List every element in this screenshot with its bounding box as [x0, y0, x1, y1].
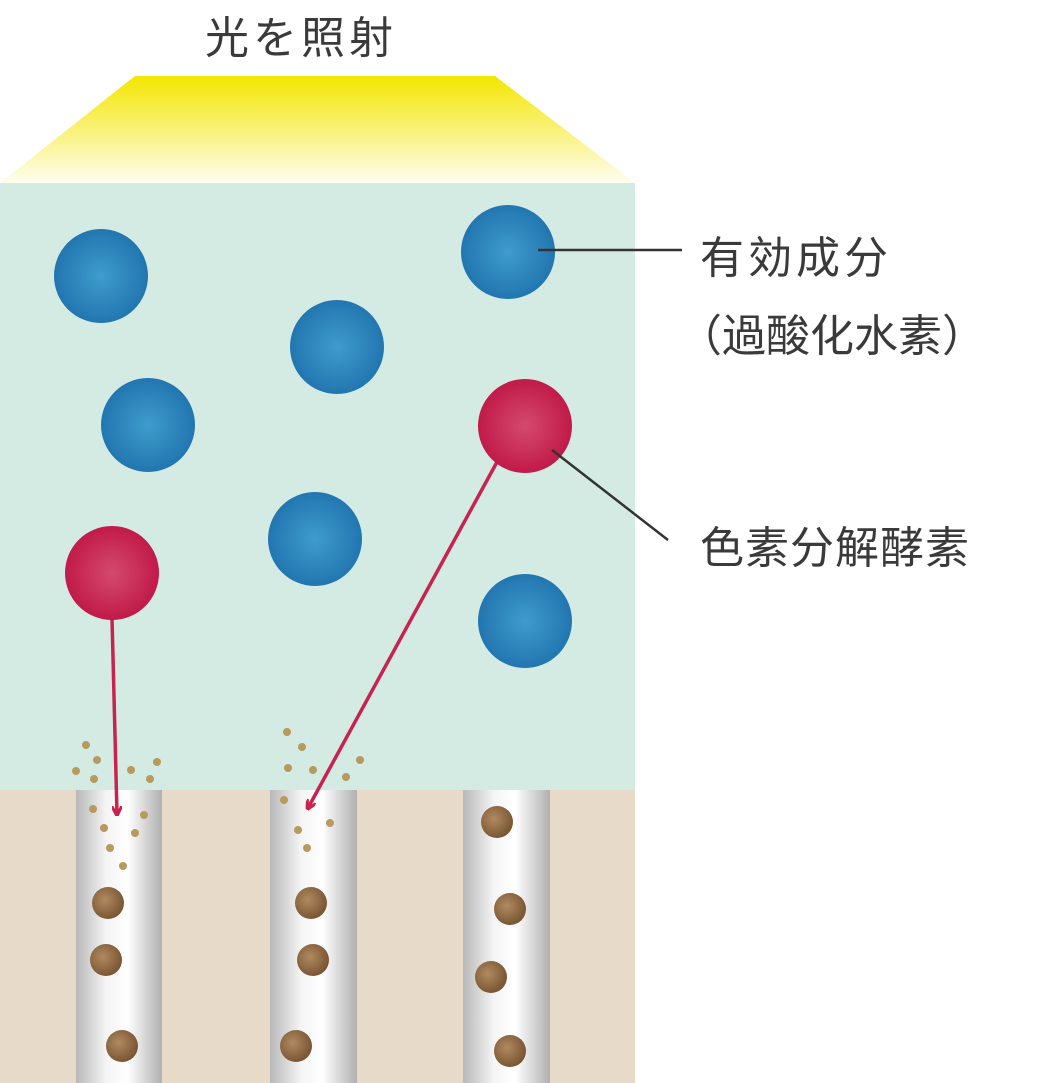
- pigment-dot: [494, 1035, 526, 1067]
- pores: [76, 790, 550, 1083]
- label-enzyme: 色素分解酵素: [700, 523, 970, 574]
- pore-tube: [270, 790, 357, 1083]
- enzyme-particle: [478, 379, 572, 473]
- decomposed-pigment-fragments: [72, 728, 364, 870]
- enzyme-particles: [65, 379, 572, 620]
- diagram-title: 光を照射: [205, 13, 397, 64]
- pigment-dot: [106, 1030, 138, 1062]
- hydrogen-peroxide-particle: [54, 229, 148, 323]
- arrow: [110, 617, 117, 814]
- leader-line-enzyme: [551, 449, 669, 541]
- active-ingredient-particles: [54, 205, 572, 668]
- label-active-ingredient-detail: （過酸化水素）: [678, 311, 986, 362]
- leader-lines: [538, 248, 682, 541]
- pigment-dot: [494, 893, 526, 925]
- pigment-dot: [297, 944, 329, 976]
- pigment-particles: [90, 806, 526, 1067]
- hydrogen-peroxide-particle: [478, 574, 572, 668]
- pigment-dot: [92, 887, 124, 919]
- hydrogen-peroxide-particle: [268, 492, 362, 586]
- hydrogen-peroxide-particle: [290, 300, 384, 394]
- pigment-dot: [475, 961, 507, 993]
- enzyme-arrows: [110, 461, 499, 814]
- pigment-dot: [295, 887, 327, 919]
- pigment-dot: [280, 1030, 312, 1062]
- enzyme-particle: [65, 526, 159, 620]
- light-beam: [0, 76, 635, 183]
- pigment-dot: [90, 944, 122, 976]
- label-active-ingredient: 有効成分: [700, 233, 892, 284]
- hydrogen-peroxide-particle: [461, 205, 555, 299]
- pore-tube: [463, 790, 550, 1083]
- hydrogen-peroxide-particle: [101, 378, 195, 472]
- arrow: [308, 461, 499, 808]
- pigment-dot: [481, 806, 513, 838]
